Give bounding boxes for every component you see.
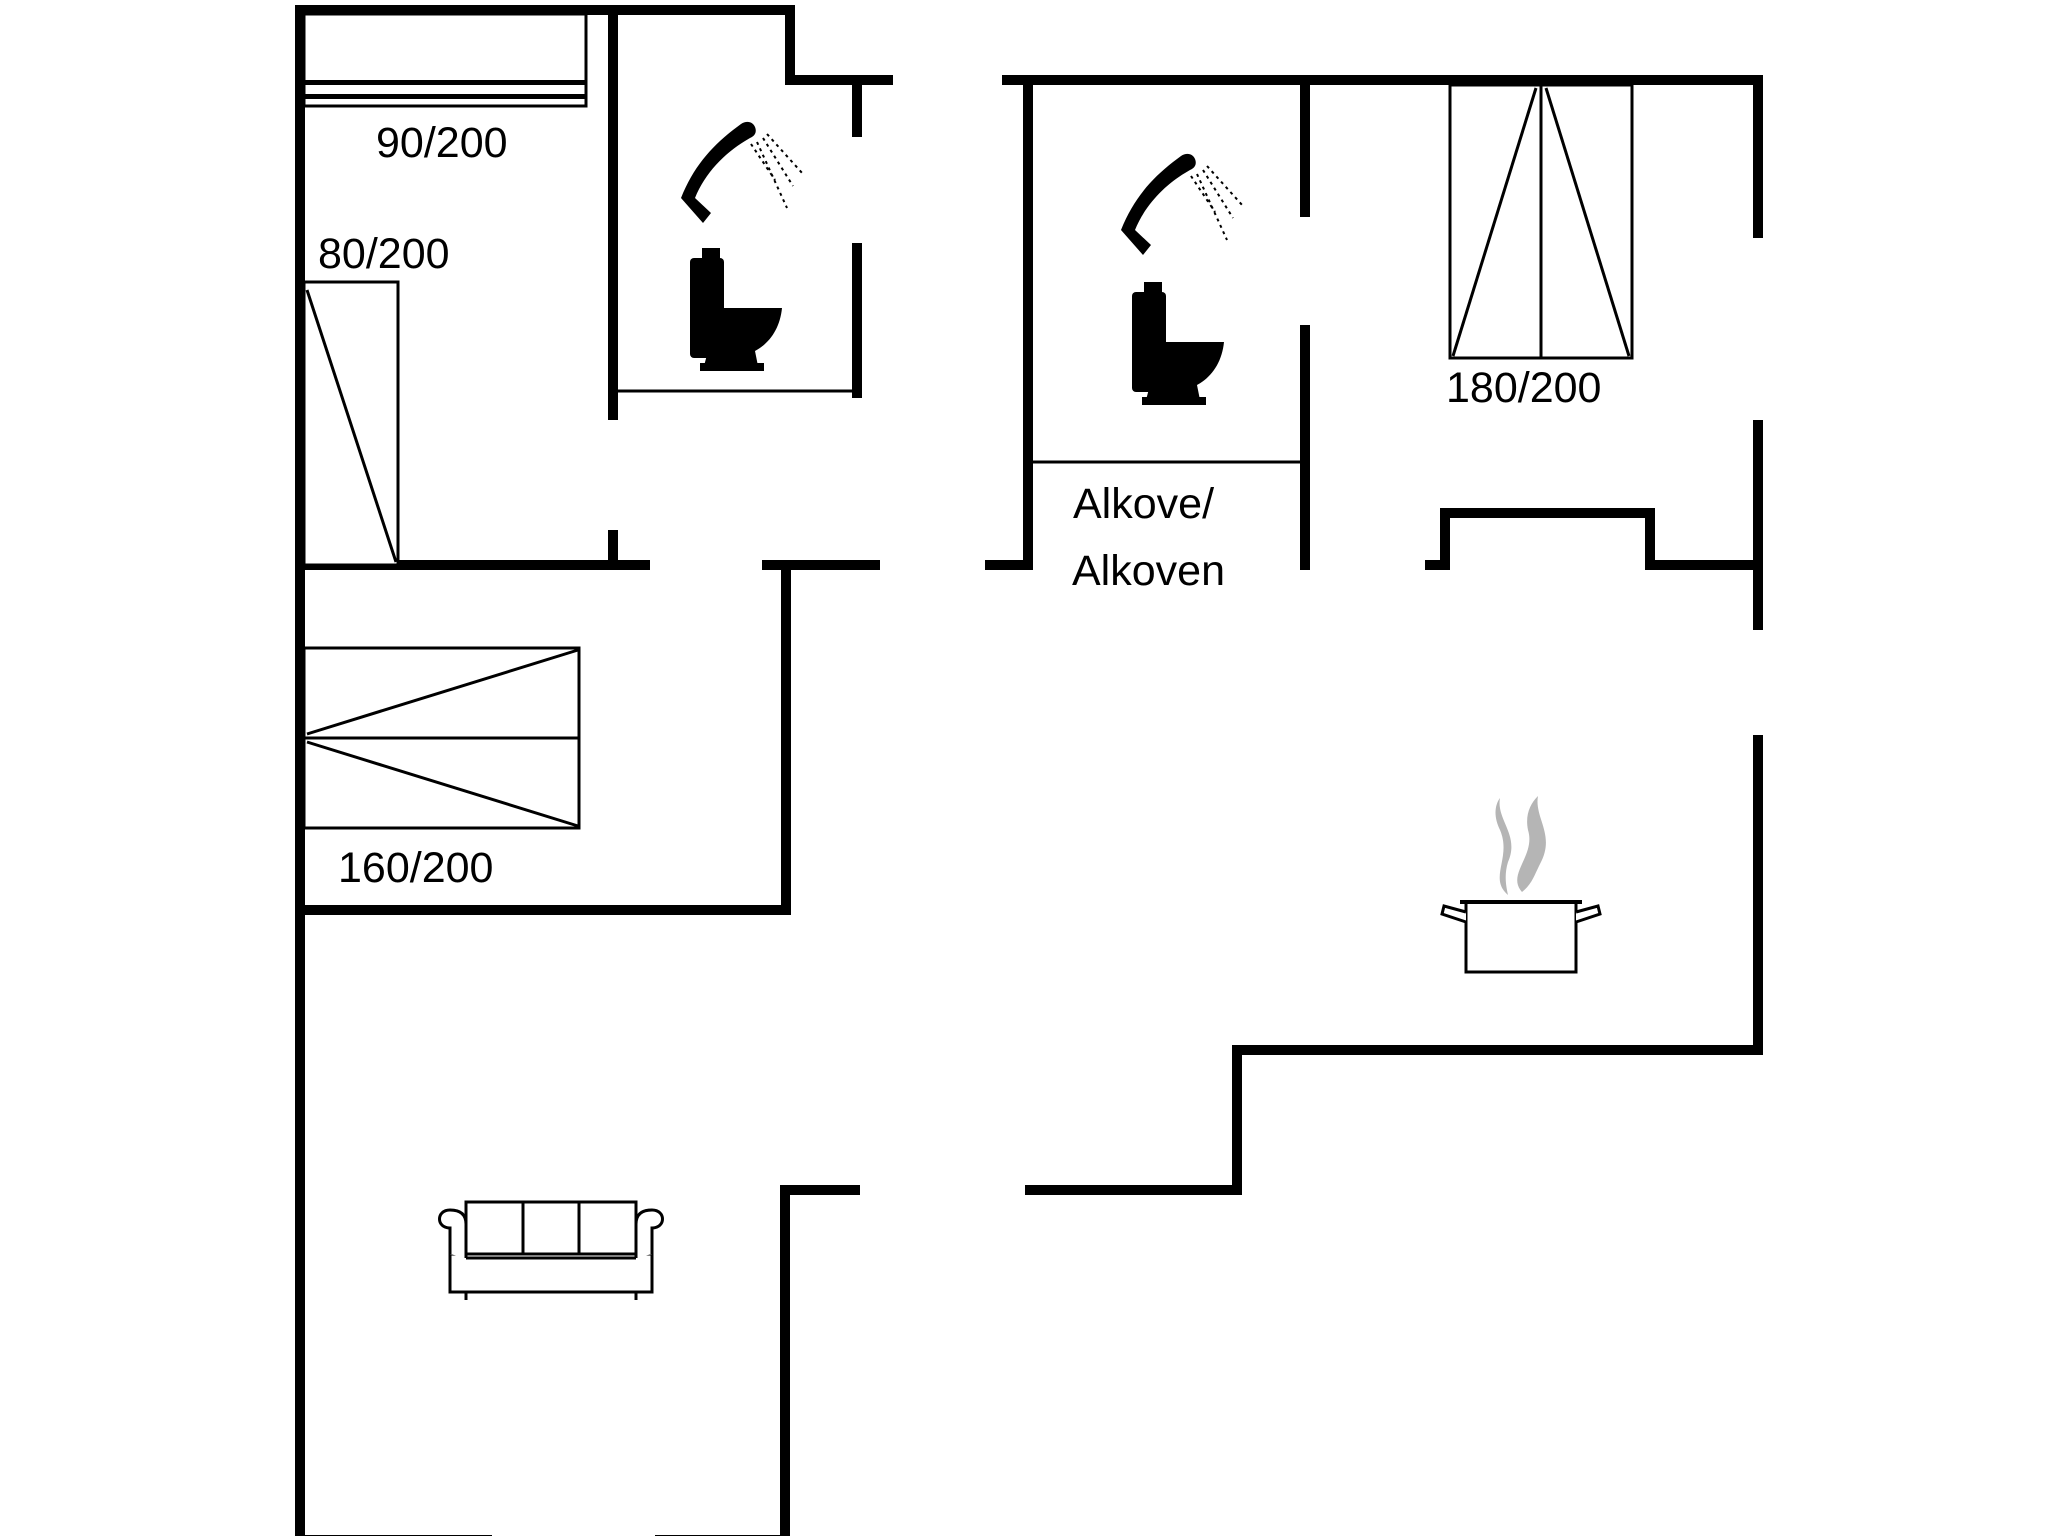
bed-180-label: 180/200 bbox=[1446, 364, 1601, 412]
shower-icon bbox=[681, 121, 804, 223]
toilet-icon bbox=[690, 248, 782, 371]
wall-alcove-left bbox=[985, 75, 1033, 570]
shower-icon bbox=[1121, 153, 1244, 255]
alcove-label-line2: Alkoven bbox=[1072, 547, 1225, 595]
toilet-icon bbox=[1132, 282, 1224, 405]
wall-bedroom3-bottom bbox=[1425, 508, 1755, 570]
bed-80-200 bbox=[302, 280, 400, 567]
bed-160-label: 160/200 bbox=[338, 844, 493, 892]
bed-160-200 bbox=[302, 646, 581, 830]
bed-180-200 bbox=[1448, 83, 1634, 360]
sofa-icon bbox=[438, 1200, 664, 1300]
wall-bottom-middle bbox=[655, 1185, 860, 1536]
alcove-label-line1: Alkove/ bbox=[1073, 480, 1214, 528]
bed-80-label: 80/200 bbox=[318, 230, 450, 278]
bed-90-label: 90/200 bbox=[376, 119, 508, 167]
wall-bedroom2 bbox=[295, 560, 791, 915]
walls bbox=[295, 5, 1763, 1536]
outer-wall-right-2 bbox=[1025, 735, 1763, 1195]
outer-wall-top-right bbox=[1002, 75, 1763, 238]
bed-90-200 bbox=[302, 12, 588, 108]
cooking-pot-icon bbox=[1440, 796, 1602, 974]
outer-wall-top-left bbox=[295, 5, 893, 85]
